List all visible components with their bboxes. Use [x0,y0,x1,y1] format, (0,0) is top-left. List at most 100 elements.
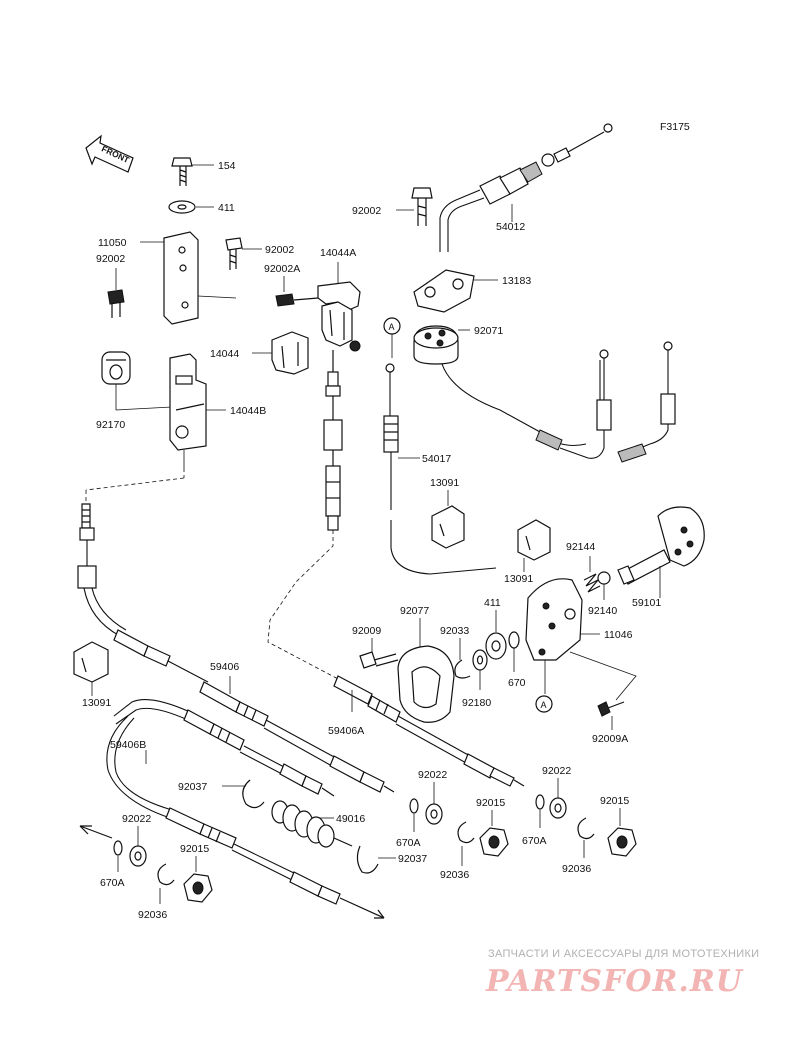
washer-411 [168,200,196,214]
diagram-code: F3175 [660,121,690,133]
grommet-92170 [101,351,131,385]
watermark-logo: PARTSFOR.RU [486,964,743,999]
cover-92077 [397,645,455,723]
callout-92002-left: 92002 [96,253,125,265]
callout-92180: 92180 [462,697,491,709]
callout-670A-left: 670A [100,877,125,889]
callout-92015-mid: 92015 [476,797,505,809]
svg-text:A: A [389,322,395,332]
block-13091-a [431,505,465,549]
bolt-92002-top [411,187,433,226]
callout-670: 670 [508,677,526,689]
callout-13183: 13183 [502,275,531,287]
spring-92144 [583,573,601,593]
washer-92180 [472,649,488,671]
callout-92036-left: 92036 [138,909,167,921]
callout-92140: 92140 [588,605,617,617]
bolt-92002A [275,293,319,307]
front-arrow-icon: FRONT [85,134,134,173]
cable-guide-dashed [267,530,341,681]
callout-54017: 54017 [422,453,451,465]
callout-92037-left: 92037 [178,781,207,793]
housing-11046 [525,578,583,661]
callout-92002A: 92002A [264,263,300,275]
clip-92036-left [157,863,175,886]
callout-59406: 59406 [210,661,239,673]
callout-92033: 92033 [440,625,469,637]
cap-92071 [413,325,459,365]
ring-670 [508,631,520,649]
callout-92022-left: 92022 [122,813,151,825]
boot-49016 [271,800,353,848]
holder-14044A [317,281,361,352]
bolt-92002-left [107,289,125,318]
clip-92037-right [356,845,379,874]
callout-92036-mid: 92036 [440,869,469,881]
reference-marker-a-top: A [383,317,401,358]
callout-92170: 92170 [96,419,125,431]
callout-92015-left: 92015 [180,843,209,855]
cable-end-vertical [323,350,343,531]
bolt-92009A [597,701,625,717]
callout-13091-left: 13091 [82,697,111,709]
callout-11050: 11050 [98,237,127,249]
cable-59406B [106,699,385,919]
callout-14044: 14044 [210,348,239,360]
watermark-tagline: ЗАПЧАСТИ И АКСЕССУАРЫ ДЛЯ МОТОТЕХНИКИ [488,948,760,960]
reference-marker-a-bottom: A [535,695,553,713]
lever-59101 [617,506,705,585]
nut-92015-mid [479,827,509,857]
block-13091-c [73,641,109,683]
callout-59406B: 59406B [110,739,146,751]
washer-92022-mid [425,803,443,825]
callout-14044A: 14044A [320,247,356,259]
callout-92036-right: 92036 [562,863,591,875]
cable-twin-right [441,341,676,463]
callout-11046: 11046 [604,629,633,641]
bolt-154 [171,157,193,186]
clip-92036-mid [457,821,475,844]
ring-670A-left [113,840,123,856]
holder-14044 [271,331,309,375]
callout-92037-right: 92037 [398,853,427,865]
washer-411-right [485,632,507,660]
plate-13183 [413,269,475,313]
callout-49016: 49016 [336,813,365,825]
callout-14044B: 14044B [230,405,266,417]
callout-92077: 92077 [400,605,429,617]
callout-92144: 92144 [566,541,595,553]
callout-59101: 59101 [632,597,661,609]
callout-411-right: 411 [484,597,501,609]
callout-154: 154 [218,160,236,172]
callout-92022-mid: 92022 [418,769,447,781]
cable-59406A [333,675,525,787]
callout-92009A: 92009A [592,733,628,745]
callout-59406A: 59406A [328,725,364,737]
callout-670A-right: 670A [522,835,547,847]
callout-92002-mid: 92002 [265,244,294,256]
ring-670A-right [535,794,545,810]
block-13091-b [517,519,551,561]
callout-92022-right: 92022 [542,765,571,777]
nut-92015-right [607,827,637,857]
svg-text:A: A [541,700,547,710]
bracket-14044B [169,353,207,451]
washer-92022-right [549,797,567,819]
washer-92022-left [129,845,147,867]
ball-92140 [597,571,611,585]
cable-54017 [383,363,497,575]
callout-92002-top: 92002 [352,205,381,217]
nut-92015-left [183,873,213,903]
callout-670A-mid: 670A [396,837,421,849]
bolt-92002-mid [225,237,243,270]
bracket-11050 [163,231,199,325]
clip-92036-right [577,817,595,840]
bolt-92009 [359,651,399,669]
callout-13091-mid: 13091 [504,573,533,585]
clip-92037-left [242,779,265,809]
clip-92033 [454,659,471,679]
ring-670A-mid [409,798,419,814]
cable-54012 [439,123,613,252]
cable-end-left-bottom [79,825,113,839]
